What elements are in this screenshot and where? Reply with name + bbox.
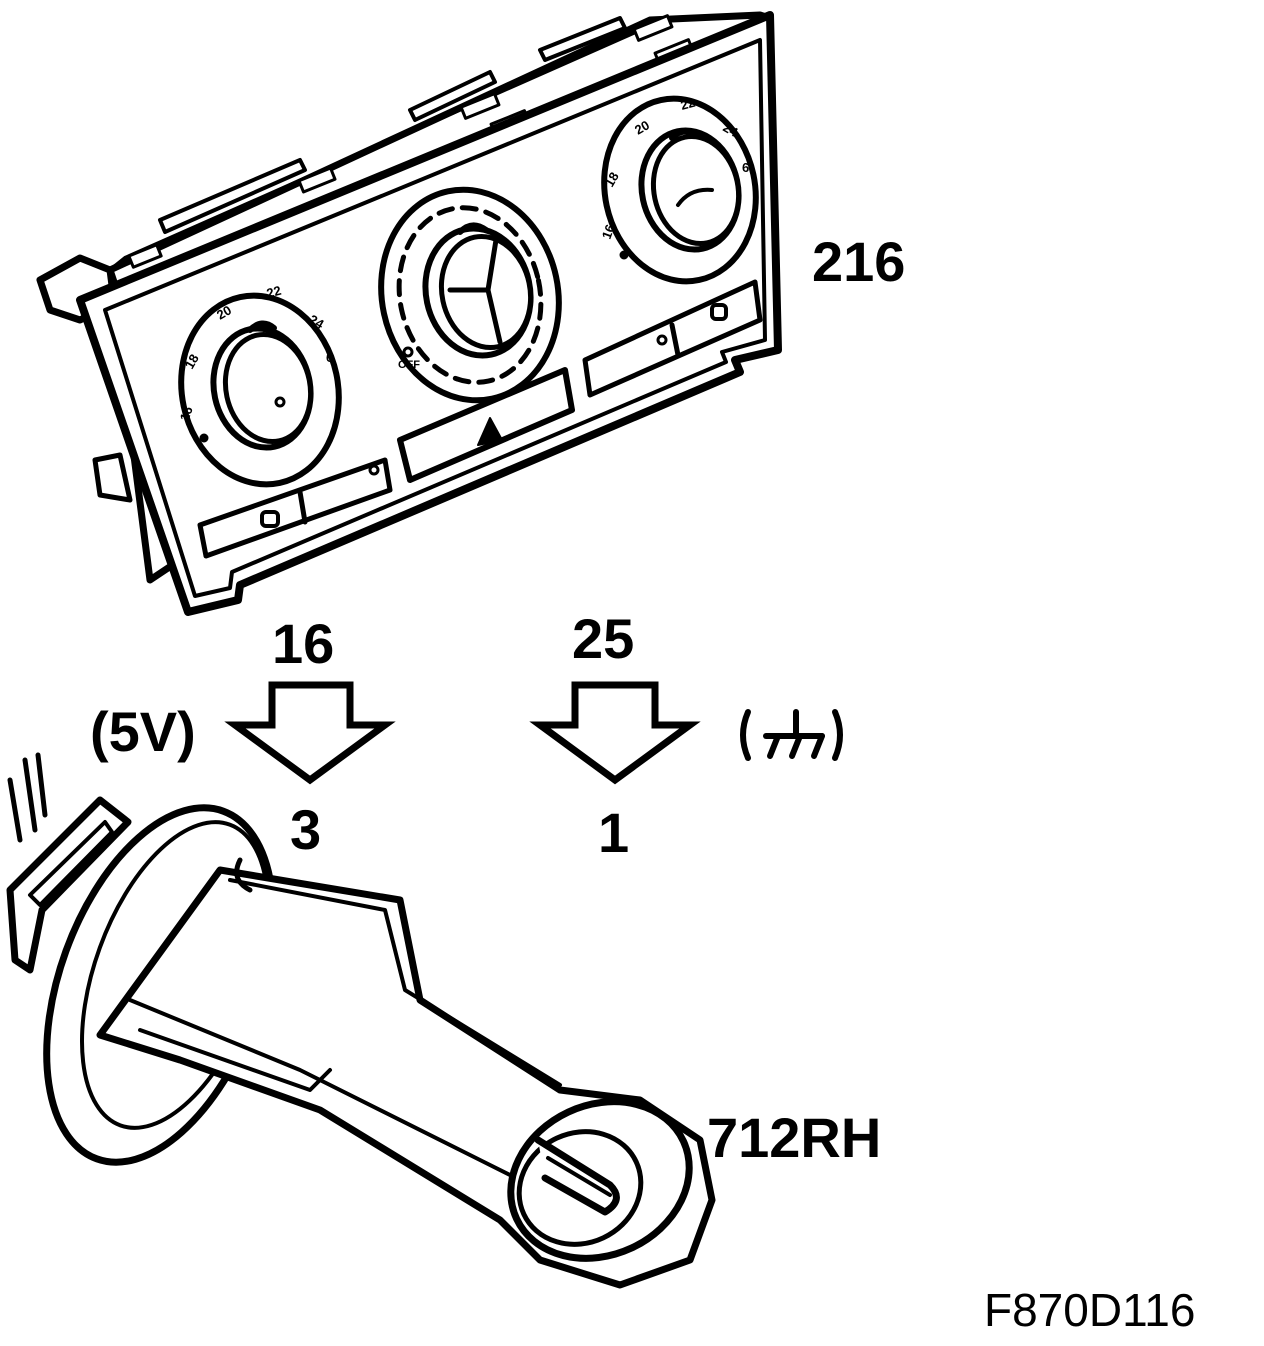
hazard-button[interactable] xyxy=(397,367,575,483)
right-temperature-dial[interactable] xyxy=(588,84,773,295)
right-button-pair[interactable] xyxy=(582,279,763,398)
hazard-triangle-icon xyxy=(477,417,503,446)
figure-code: F870D116 xyxy=(984,1284,1196,1336)
sensor-component-number: 712RH xyxy=(707,1106,882,1169)
left-temperature-dial[interactable] xyxy=(164,281,356,499)
pin-3-label: 3 xyxy=(290,798,322,861)
left-dial-mark-16: 16 xyxy=(177,404,196,423)
right-dial-mark-18: 18 xyxy=(602,169,622,189)
center-dial-off-mark: OFF xyxy=(398,359,420,371)
ground-symbol-icon xyxy=(740,709,843,761)
control-panel-component-number: 216 xyxy=(812,230,906,293)
right-dial-mark-20: 20 xyxy=(632,117,652,137)
left-button-pair[interactable] xyxy=(197,457,393,559)
arrow-down-icon xyxy=(224,681,396,785)
right-dial-mark-16: 16 xyxy=(599,222,618,241)
climate-control-panel xyxy=(36,11,782,616)
voltage-label: (5V) xyxy=(90,700,196,763)
left-dial-end-mark: 6 xyxy=(326,350,333,365)
pin-1-label: 1 xyxy=(598,801,630,864)
left-dial-mark-22: 22 xyxy=(265,283,283,301)
pin-25-label: 25 xyxy=(572,607,635,670)
left-dial-mark-20: 20 xyxy=(214,302,234,322)
pin-16-label: 16 xyxy=(272,612,335,675)
center-fan-dial[interactable] xyxy=(362,173,578,417)
left-dial-mark-18: 18 xyxy=(182,351,202,371)
right-dial-end-mark: 6 xyxy=(742,160,749,175)
humidity-sensor xyxy=(6,752,716,1289)
right-dial-mark-22: 22 xyxy=(679,95,697,113)
arrow-down-icon xyxy=(529,681,701,785)
